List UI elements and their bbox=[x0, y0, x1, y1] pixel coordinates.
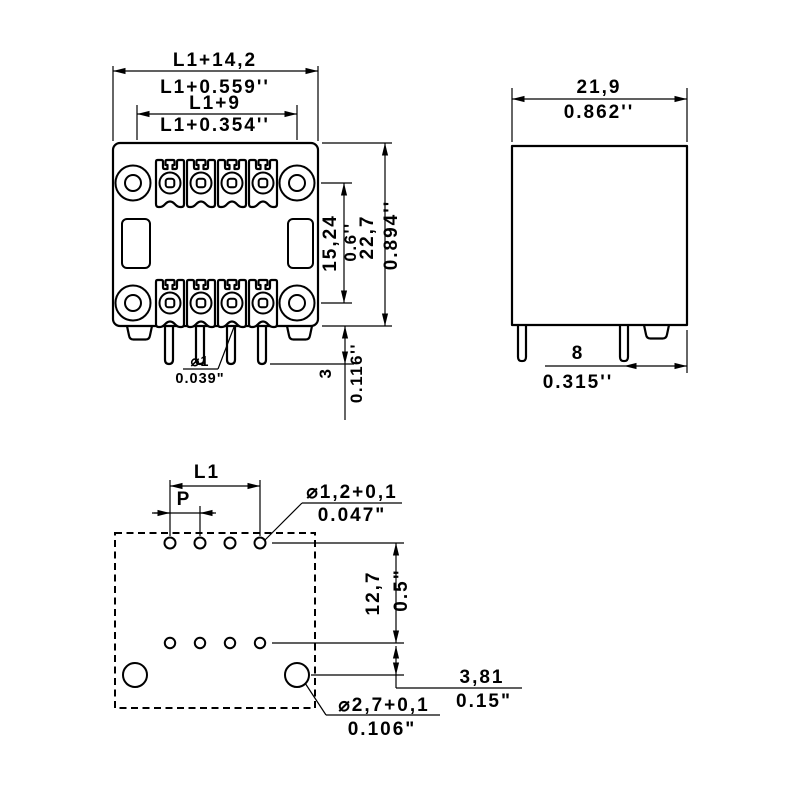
dimension-lines bbox=[152, 482, 522, 716]
contact bbox=[216, 278, 248, 329]
dim-pitch: P bbox=[177, 489, 192, 510]
pin-hole bbox=[223, 636, 237, 650]
housing-body-side bbox=[510, 144, 689, 327]
contact bbox=[216, 158, 248, 209]
side-view: 21,9 0.862'' 8 0.315'' bbox=[510, 77, 689, 393]
pcb-drilling-view: L1 P ⌀1,2+0,1 0.047" 12,7 0.5" 3,81 0.15… bbox=[114, 462, 522, 740]
mounting-holes bbox=[122, 662, 310, 688]
dim-width-outer-mm: L1+14,2 bbox=[173, 50, 257, 71]
dim-pin-hole-dia-mm: ⌀1,2+0,1 bbox=[306, 482, 397, 503]
foot-left bbox=[125, 324, 154, 341]
contact bbox=[185, 278, 217, 329]
flange-circle-inner bbox=[124, 174, 142, 192]
dim-row-spacing-in: 0.5" bbox=[391, 568, 412, 611]
dim-width-inner-in: L1+0.354'' bbox=[160, 115, 270, 136]
mounting-feet bbox=[125, 324, 314, 341]
pin-hole bbox=[253, 536, 267, 550]
dim-pin-length-mm: 3 bbox=[316, 368, 335, 379]
solder-pin bbox=[256, 324, 268, 366]
dim-height-in: 0.894'' bbox=[381, 200, 402, 271]
dim-row-spacing-mm: 15,24 bbox=[320, 214, 341, 272]
dim-pin-dia-mm: ⌀1 bbox=[191, 354, 210, 370]
pin-holes-row-top bbox=[163, 536, 267, 550]
foot-right bbox=[285, 324, 314, 341]
pin-hole bbox=[223, 536, 237, 550]
dim-pin-hole-dia-in: 0.047" bbox=[318, 505, 387, 526]
flange-circle-inner bbox=[288, 294, 306, 312]
dim-row-spacing-mm: 12,7 bbox=[363, 571, 384, 616]
solder-pin bbox=[163, 324, 175, 366]
extension-lines bbox=[169, 480, 404, 676]
pin-holes-row-bottom bbox=[163, 636, 267, 650]
extension-lines bbox=[112, 66, 392, 365]
solder-pins bbox=[163, 324, 268, 366]
pin-hole bbox=[253, 636, 267, 650]
pin-hole bbox=[193, 536, 207, 550]
dimension-lines bbox=[113, 67, 389, 420]
dim-pin-dia-in: 0.039" bbox=[175, 371, 224, 387]
contact bbox=[247, 278, 279, 329]
leader-line bbox=[217, 326, 235, 370]
dim-mount-offset-mm: 3,81 bbox=[460, 667, 505, 688]
solder-pin bbox=[618, 323, 630, 363]
contact bbox=[185, 158, 217, 209]
dim-pin-length-in: 0.116'' bbox=[347, 343, 366, 403]
dim-mount-offset-in: 0.15" bbox=[456, 691, 512, 712]
dimension-lines bbox=[512, 95, 687, 370]
dim-width-outer-in: L1+0.559'' bbox=[160, 77, 270, 98]
dim-mount-hole-dia-mm: ⌀2,7+0,1 bbox=[338, 695, 429, 716]
dim-depth-in: 0.862'' bbox=[564, 102, 635, 123]
mounting-hole bbox=[122, 662, 148, 688]
dim-height-mm: 22,7 bbox=[357, 215, 378, 260]
mounting-hole bbox=[284, 662, 310, 688]
dim-pin-offset-in: 0.315'' bbox=[543, 372, 614, 393]
slot-right bbox=[287, 218, 314, 269]
flange-circles bbox=[114, 164, 316, 322]
contact bbox=[247, 158, 279, 209]
solder-pin bbox=[516, 323, 528, 363]
dim-width-inner-mm: L1+9 bbox=[189, 93, 241, 114]
dim-depth-mm: 21,9 bbox=[577, 77, 622, 98]
solder-pin bbox=[225, 324, 237, 366]
slot-left bbox=[121, 218, 151, 269]
front-view: L1+14,2 L1+0.559'' L1+9 L1+0.354'' 15,24… bbox=[111, 50, 402, 420]
dim-hole-span: L1 bbox=[194, 462, 220, 483]
leader-line bbox=[304, 682, 327, 716]
foot bbox=[642, 323, 671, 340]
leader-line bbox=[264, 502, 303, 541]
dim-row-spacing-in: 0.6'' bbox=[341, 222, 360, 261]
flange-circle-inner bbox=[124, 294, 142, 312]
pin-hole bbox=[163, 536, 177, 550]
dim-mount-hole-dia-in: 0.106" bbox=[348, 719, 417, 740]
contact bbox=[154, 158, 186, 209]
pin-hole bbox=[163, 636, 177, 650]
dim-pin-offset-mm: 8 bbox=[572, 343, 585, 364]
pin-hole bbox=[193, 636, 207, 650]
flange-circle-inner bbox=[288, 174, 306, 192]
contact bbox=[154, 278, 186, 329]
pcb-outline-dashed bbox=[114, 532, 316, 709]
